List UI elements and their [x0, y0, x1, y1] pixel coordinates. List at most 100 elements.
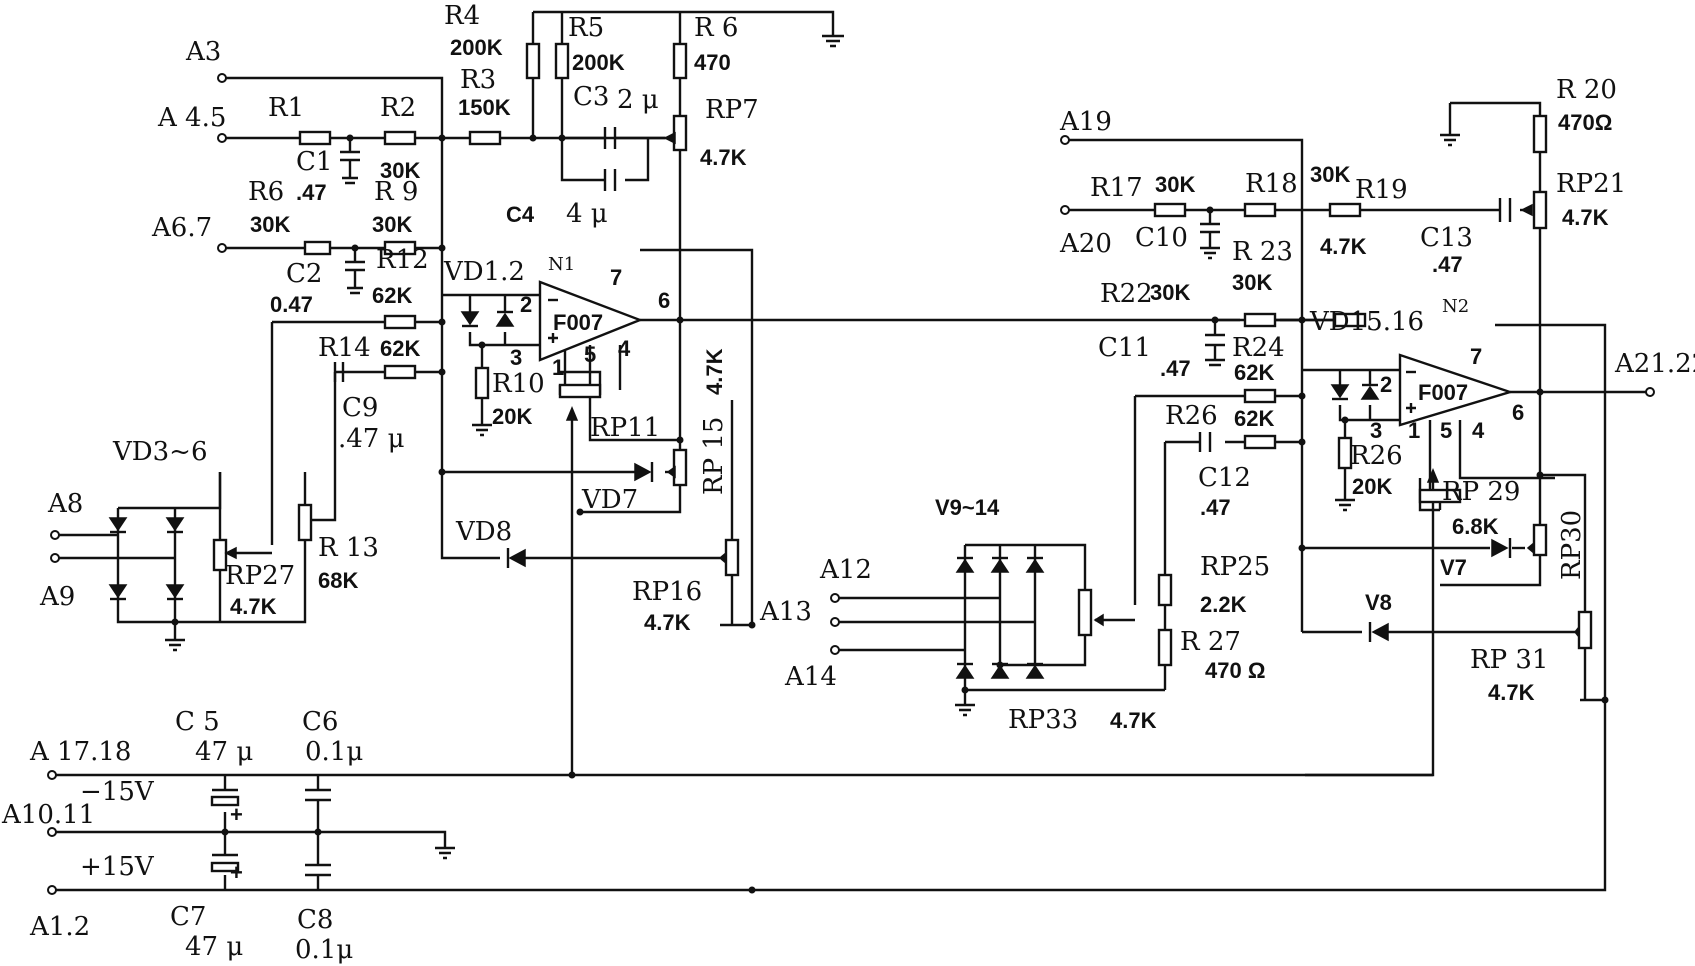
label-c10: C10: [1135, 223, 1188, 253]
label-c5-plus: +: [230, 802, 243, 827]
label-r3: R3: [460, 65, 496, 95]
label-c4-value: 4 μ: [566, 199, 608, 229]
capacitor-c2: [345, 260, 365, 272]
label-c2-value: 0.47: [270, 292, 313, 317]
label-a20: A20: [1059, 229, 1112, 259]
label-c1-value: .47: [296, 180, 327, 205]
label-a13: A13: [759, 597, 812, 627]
label-rp16-value: 4.7K: [644, 610, 691, 635]
label-c8-value: 0.1μ: [295, 935, 353, 965]
label-p2-1: 1: [1408, 418, 1420, 443]
label-r12: R12: [376, 245, 429, 275]
label-op2: F007: [1418, 380, 1468, 405]
label-r9: R 9: [374, 177, 418, 207]
resistor-r13: [297, 503, 313, 542]
resistor-r6-top: [672, 42, 688, 80]
label-v8: V8: [1365, 590, 1392, 615]
label-r6: R6: [248, 177, 284, 207]
label-r6-top: R 6: [694, 13, 738, 43]
pot-rp31: [1577, 610, 1593, 650]
label-r10-value: 20K: [492, 404, 532, 429]
grounds: [165, 34, 1460, 860]
label-r9-value: 30K: [372, 212, 412, 237]
terminal-a1718: [47, 770, 57, 780]
label-rp25: RP25: [1200, 552, 1270, 582]
capacitor-c11: [1205, 333, 1225, 347]
pot-rp7: [672, 114, 688, 152]
resistor-r20: [1532, 114, 1548, 154]
label-c2: C2: [286, 259, 322, 289]
label-rp15: RP 15: [699, 417, 729, 495]
resistor-r12: [383, 314, 417, 330]
resistor-r4: [525, 42, 541, 80]
capacitor-c1: [340, 150, 360, 162]
label-r13: R 13: [318, 533, 379, 563]
resistor-r1: [298, 130, 332, 146]
resistor-r2: [383, 130, 417, 146]
label-a14: A14: [784, 662, 837, 692]
label-rp7-value: 4.7K: [700, 145, 747, 170]
ground-c1: [342, 176, 358, 185]
label-r22: R22: [1100, 279, 1153, 309]
ground-bridge-right: [955, 703, 975, 717]
label-p2-6: 6: [1512, 400, 1524, 425]
label-rp27: RP27: [225, 561, 295, 591]
label-v914: V9~14: [935, 495, 1000, 520]
label-r6-value: 30K: [250, 212, 290, 237]
label-p1-7: 7: [610, 265, 622, 290]
terminal-a13: [830, 617, 840, 627]
label-rp16: RP16: [632, 577, 702, 607]
ground-rail: [435, 846, 455, 860]
resistor-r27: [1157, 628, 1173, 667]
label-r27-value: 470 Ω: [1205, 658, 1265, 683]
label-c9: C9: [342, 393, 378, 423]
label-a8: A8: [47, 489, 83, 519]
label-c13: C13: [1420, 223, 1473, 253]
capacitor-c9: [333, 362, 345, 382]
label-r22-value: 30K: [1150, 280, 1190, 305]
label-r26a-value: 62K: [1234, 406, 1274, 431]
label-vd12: VD1.2: [443, 257, 525, 287]
capacitor-c5: [210, 788, 240, 807]
label-r18-value: 30K: [1310, 162, 1350, 187]
label-c7: C7: [170, 902, 206, 932]
pot-rp30: [1532, 523, 1548, 557]
pot-rp33: [1077, 588, 1093, 637]
label-p15: +15V: [80, 852, 155, 882]
terminal-a12: [830, 593, 840, 603]
capacitor-c3: [562, 127, 648, 149]
label-rp29: RP 29: [1442, 477, 1520, 507]
label-r20: R 20: [1556, 75, 1617, 105]
label-r17-value: 30K: [1155, 172, 1195, 197]
ground-r10: [472, 423, 492, 437]
label-rp21-value: 4.7K: [1562, 205, 1609, 230]
terminal-a8: [50, 530, 60, 540]
label-c9-value: .47 μ: [338, 424, 405, 454]
terminal-a9: [50, 553, 60, 563]
label-c7-value: 47 μ: [185, 932, 243, 962]
label-rp27-value: 4.7K: [230, 594, 277, 619]
label-r26a: R26: [1165, 401, 1218, 431]
label-vd8: VD8: [455, 517, 512, 547]
label-a3: A3: [185, 37, 221, 67]
resistor-r17: [1153, 202, 1187, 218]
label-a9: A9: [39, 582, 75, 612]
potentiometers: [212, 114, 1593, 650]
label-r2-value: 30K: [380, 158, 420, 183]
label-c12: C12: [1198, 463, 1251, 493]
pot-rp11: [558, 383, 602, 399]
label-rp11: RP11: [590, 413, 660, 443]
wires-left: [55, 10, 1305, 775]
label-a12: A12: [819, 555, 872, 585]
label-p2-4: 4: [1472, 418, 1485, 443]
capacitor-c7: [210, 853, 240, 873]
pot-rp15: [672, 448, 688, 487]
terminal-a12b: [47, 885, 57, 895]
resistor-r9: [383, 240, 417, 256]
ground-c2: [347, 286, 363, 295]
label-c4: C4: [506, 202, 535, 227]
label-a19: A19: [1059, 107, 1112, 137]
label-p1-4: 4: [618, 336, 631, 361]
label-a45: A 4.5: [157, 103, 226, 133]
